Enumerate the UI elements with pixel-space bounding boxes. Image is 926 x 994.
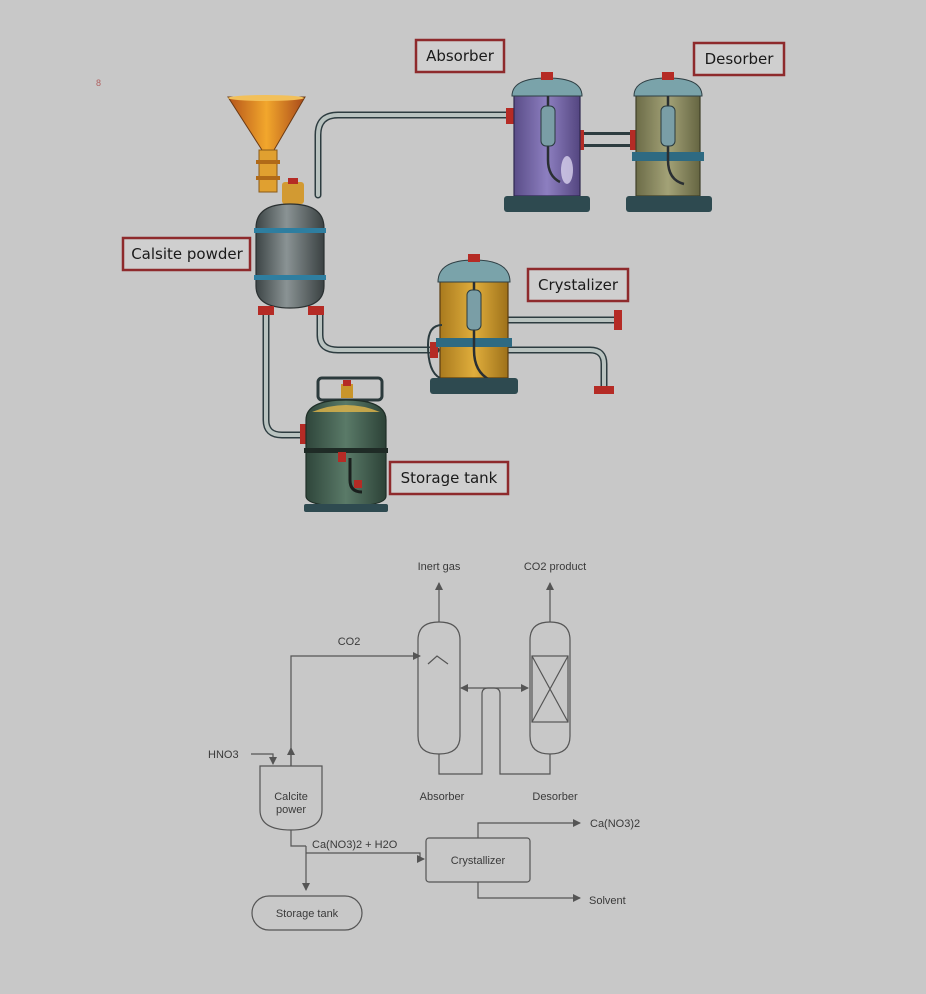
label-storage: Storage tank bbox=[388, 460, 510, 496]
label-desorber: Desorber bbox=[692, 41, 786, 77]
flow-co2-label: CO2 bbox=[338, 636, 361, 648]
svg-text:Storage tank: Storage tank bbox=[276, 908, 339, 920]
svg-text:Calcite: Calcite bbox=[274, 791, 308, 803]
flow-hno3-label: HNO3 bbox=[208, 749, 239, 761]
flow-desorber-label: Desorber bbox=[532, 791, 578, 803]
svg-text:Crystalizer: Crystalizer bbox=[538, 276, 619, 294]
flow-absorber-label: Absorber bbox=[420, 791, 465, 803]
label-absorber: Absorber bbox=[414, 38, 506, 74]
flow-desorber-column bbox=[529, 621, 571, 755]
svg-text:Crystallizer: Crystallizer bbox=[451, 855, 506, 867]
corner-mark: 8 bbox=[96, 78, 101, 88]
flow-diagram: Inert gas CO2 product Absorber Desorber … bbox=[208, 561, 640, 931]
crystalizer-vessel bbox=[426, 254, 518, 394]
flow-ca-no3-h2o-label: Ca(NO3)2 + H2O bbox=[312, 839, 398, 851]
flow-solvent-label: Solvent bbox=[589, 895, 626, 907]
flow-storage-tank bbox=[251, 895, 363, 931]
storage-tank bbox=[304, 376, 388, 512]
svg-text:Absorber: Absorber bbox=[426, 47, 495, 65]
svg-text:Storage tank: Storage tank bbox=[401, 469, 498, 487]
svg-text:Calsite powder: Calsite powder bbox=[131, 245, 243, 263]
flow-ca-no3-label: Ca(NO3)2 bbox=[590, 818, 640, 830]
svg-text:power: power bbox=[276, 804, 306, 816]
label-calcite: Calsite powder bbox=[121, 236, 252, 272]
piping bbox=[262, 108, 636, 444]
flow-co2-product-label: CO2 product bbox=[524, 561, 586, 573]
flow-inert-gas-label: Inert gas bbox=[418, 561, 461, 573]
calcite-reactor bbox=[227, 95, 326, 315]
label-crystalizer: Crystalizer bbox=[526, 267, 630, 303]
absorber-vessel bbox=[504, 72, 590, 212]
flow-absorber-column bbox=[417, 621, 461, 755]
svg-text:Desorber: Desorber bbox=[705, 50, 775, 68]
desorber-vessel bbox=[626, 72, 712, 212]
